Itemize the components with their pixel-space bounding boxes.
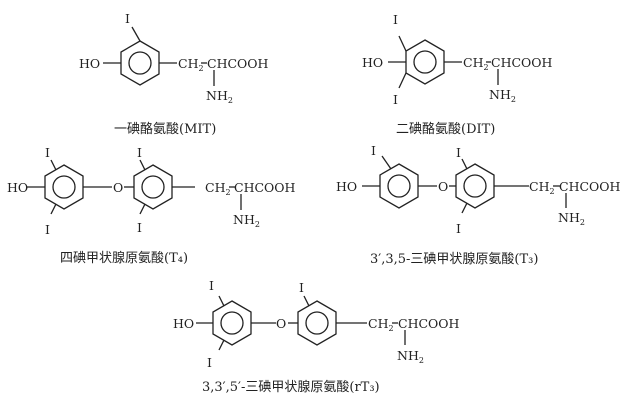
- dit-iodine-top-label: I: [393, 12, 398, 27]
- rt3-iodine-3-label: I: [299, 280, 304, 295]
- t4-iodine-5-label: I: [137, 220, 142, 235]
- t3-phenol-ring: [379, 163, 419, 209]
- t4-structure: I I HO O I I CH2 CHCOOH NH2 四碘甲状腺原氨酸(T₄): [7, 145, 296, 266]
- t3-phenol-ring-inner-circle: [387, 174, 411, 198]
- t3-hydroxyl-label: HO: [336, 179, 357, 194]
- t3-iodine-3prime-label: I: [371, 143, 376, 158]
- t3-structure: I HO O I I CH2 CHCOOH NH2 3′,3,5-三碘甲状腺原氨…: [336, 143, 621, 267]
- t4-ch2-label: CH2: [205, 180, 231, 197]
- t3-ether-oxygen-label: O: [438, 179, 448, 194]
- rt3-phenol-ring: [212, 300, 252, 346]
- mit-ring-inner-circle: [128, 51, 152, 75]
- dit-benzene-ring: [405, 39, 445, 85]
- t4-phenol-ring: [44, 164, 84, 210]
- t3-ch2-label: CH2: [529, 179, 555, 196]
- t4-tyrosyl-ring-inner-circle: [141, 175, 165, 199]
- rt3-tyrosyl-ring-inner-circle: [305, 311, 329, 335]
- mit-benzene-ring: [120, 40, 160, 86]
- rt3-iodine-3prime-label: I: [209, 278, 214, 293]
- mit-structure: I HO CH2 CHCOOH NH2 一碘酪氨酸(MIT): [79, 11, 269, 137]
- mit-hydroxyl-label: HO: [79, 56, 100, 71]
- dit-iodine-bottom-label: I: [393, 92, 398, 107]
- t3-iodine-3-label: I: [456, 145, 461, 160]
- rt3-chain-label: CHCOOH: [398, 316, 460, 331]
- t4-iodine-3prime-label: I: [45, 145, 50, 160]
- dit-chain-label: CHCOOH: [491, 55, 553, 70]
- rt3-ether-oxygen-label: O: [276, 316, 286, 331]
- t4-ether-oxygen-label: O: [113, 180, 123, 195]
- dit-ch2-label: CH2: [463, 55, 489, 72]
- mit-iodine-label: I: [125, 11, 130, 26]
- t4-amino-label: NH2: [233, 212, 260, 229]
- t4-hydroxyl-label: HO: [7, 180, 28, 195]
- dit-amino-label: NH2: [489, 87, 516, 104]
- mit-caption: 一碘酪氨酸(MIT): [114, 121, 216, 137]
- t3-tyrosyl-ring: [455, 163, 495, 209]
- t3-tyrosyl-ring-inner-circle: [463, 174, 487, 198]
- rt3-caption: 3,3′,5′-三碘甲状腺原氨酸(rT₃): [202, 380, 380, 395]
- rt3-tyrosyl-ring: [297, 300, 337, 346]
- mit-chain-label: CHCOOH: [207, 56, 269, 71]
- t4-tyrosyl-ring: [133, 164, 173, 210]
- rt3-amino-label: NH2: [397, 348, 424, 365]
- t3-iodine-5-label: I: [456, 221, 461, 236]
- t3-amino-label: NH2: [558, 210, 585, 227]
- t4-iodine-3-label: I: [137, 145, 142, 160]
- rt3-hydroxyl-label: HO: [173, 316, 194, 331]
- rt3-phenol-ring-inner-circle: [220, 311, 244, 335]
- t4-phenol-ring-inner-circle: [52, 175, 76, 199]
- t4-chain-label: CHCOOH: [234, 180, 296, 195]
- rt3-ch2-label: CH2: [368, 316, 394, 333]
- t4-iodine-5prime-label: I: [45, 222, 50, 237]
- t4-caption: 四碘甲状腺原氨酸(T₄): [60, 251, 188, 266]
- dit-structure: I I HO CH2 CHCOOH NH2 二碘酪氨酸(DIT): [362, 12, 553, 137]
- dit-caption: 二碘酪氨酸(DIT): [396, 121, 495, 137]
- mit-ch2-label: CH2: [178, 56, 204, 73]
- t3-caption: 3′,3,5-三碘甲状腺原氨酸(T₃): [370, 252, 538, 267]
- t3-chain-label: CHCOOH: [559, 179, 621, 194]
- rt3-structure: I I HO O I CH2 CHCOOH NH2 3,3′,5′-三碘甲状腺原…: [173, 278, 460, 395]
- dit-ring-inner-circle: [413, 50, 437, 74]
- dit-hydroxyl-label: HO: [362, 55, 383, 70]
- mit-amino-label: NH2: [206, 88, 233, 105]
- rt3-iodine-5prime-label: I: [207, 355, 212, 370]
